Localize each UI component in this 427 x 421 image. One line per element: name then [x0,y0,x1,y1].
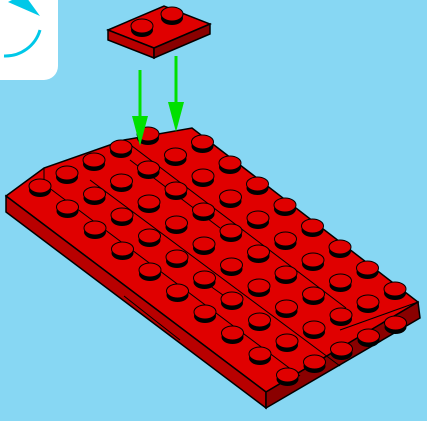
plate-stud [194,271,216,289]
plate-stud [166,216,188,234]
plate-stud [111,208,133,226]
plate-stud [358,329,380,347]
plate-stud [275,266,297,284]
plate-stud [29,179,51,197]
plate-stud [303,287,325,305]
brick-stud [131,19,153,37]
new-brick-1x2 [108,6,210,58]
plate-stud [221,292,243,310]
plate-stud [165,148,187,166]
plate-stud [384,282,406,300]
plate-stud [330,274,352,292]
plate-stud [329,240,351,258]
plate-stud [112,242,134,260]
arrow-down-icon [168,56,184,132]
plate-stud [277,368,299,386]
plate-stud [139,229,161,247]
plate-stud [220,190,242,208]
plate-stud [84,187,106,205]
plate-stud [193,237,215,255]
plate-stud [249,313,271,331]
plate-stud [221,258,243,276]
plate-stud [302,253,324,271]
plate-stud [138,161,160,179]
plate-stud [84,221,106,239]
plate-stud [276,334,298,352]
plate-stud [385,316,407,334]
plate-stud [219,156,241,174]
plate-stud [138,195,160,213]
plate-stud [194,305,216,323]
plate-stud [165,182,187,200]
plate-stud [275,232,297,250]
plate-stud [248,279,270,297]
plate-stud [247,211,269,229]
plate-stud [193,203,215,221]
plate-stud [247,177,269,195]
plate-stud [274,198,296,216]
plate-stud [248,245,270,263]
plate-stud [303,321,325,339]
plate-stud [330,308,352,326]
plate-stud [276,300,298,318]
callout-panel [0,0,58,80]
plate-stud [192,169,214,187]
plate-stud [357,295,379,313]
plate-stud [57,200,79,218]
plate-assembly [6,127,420,408]
plate-stud [304,355,326,373]
plate-stud [331,342,353,360]
plate-stud [222,326,244,344]
plate-stud [139,263,161,281]
plate-stud [220,224,242,242]
plate-stud [83,153,105,171]
plate-stud [302,219,324,237]
plate-stud [357,261,379,279]
plate-stud [166,250,188,268]
brick-stud [161,7,183,25]
plate-stud [167,284,189,302]
plate-stud [110,140,132,158]
plate-stud [249,347,271,365]
plate-stud [56,166,78,184]
plate-stud [192,135,214,153]
plate-stud [111,174,133,192]
